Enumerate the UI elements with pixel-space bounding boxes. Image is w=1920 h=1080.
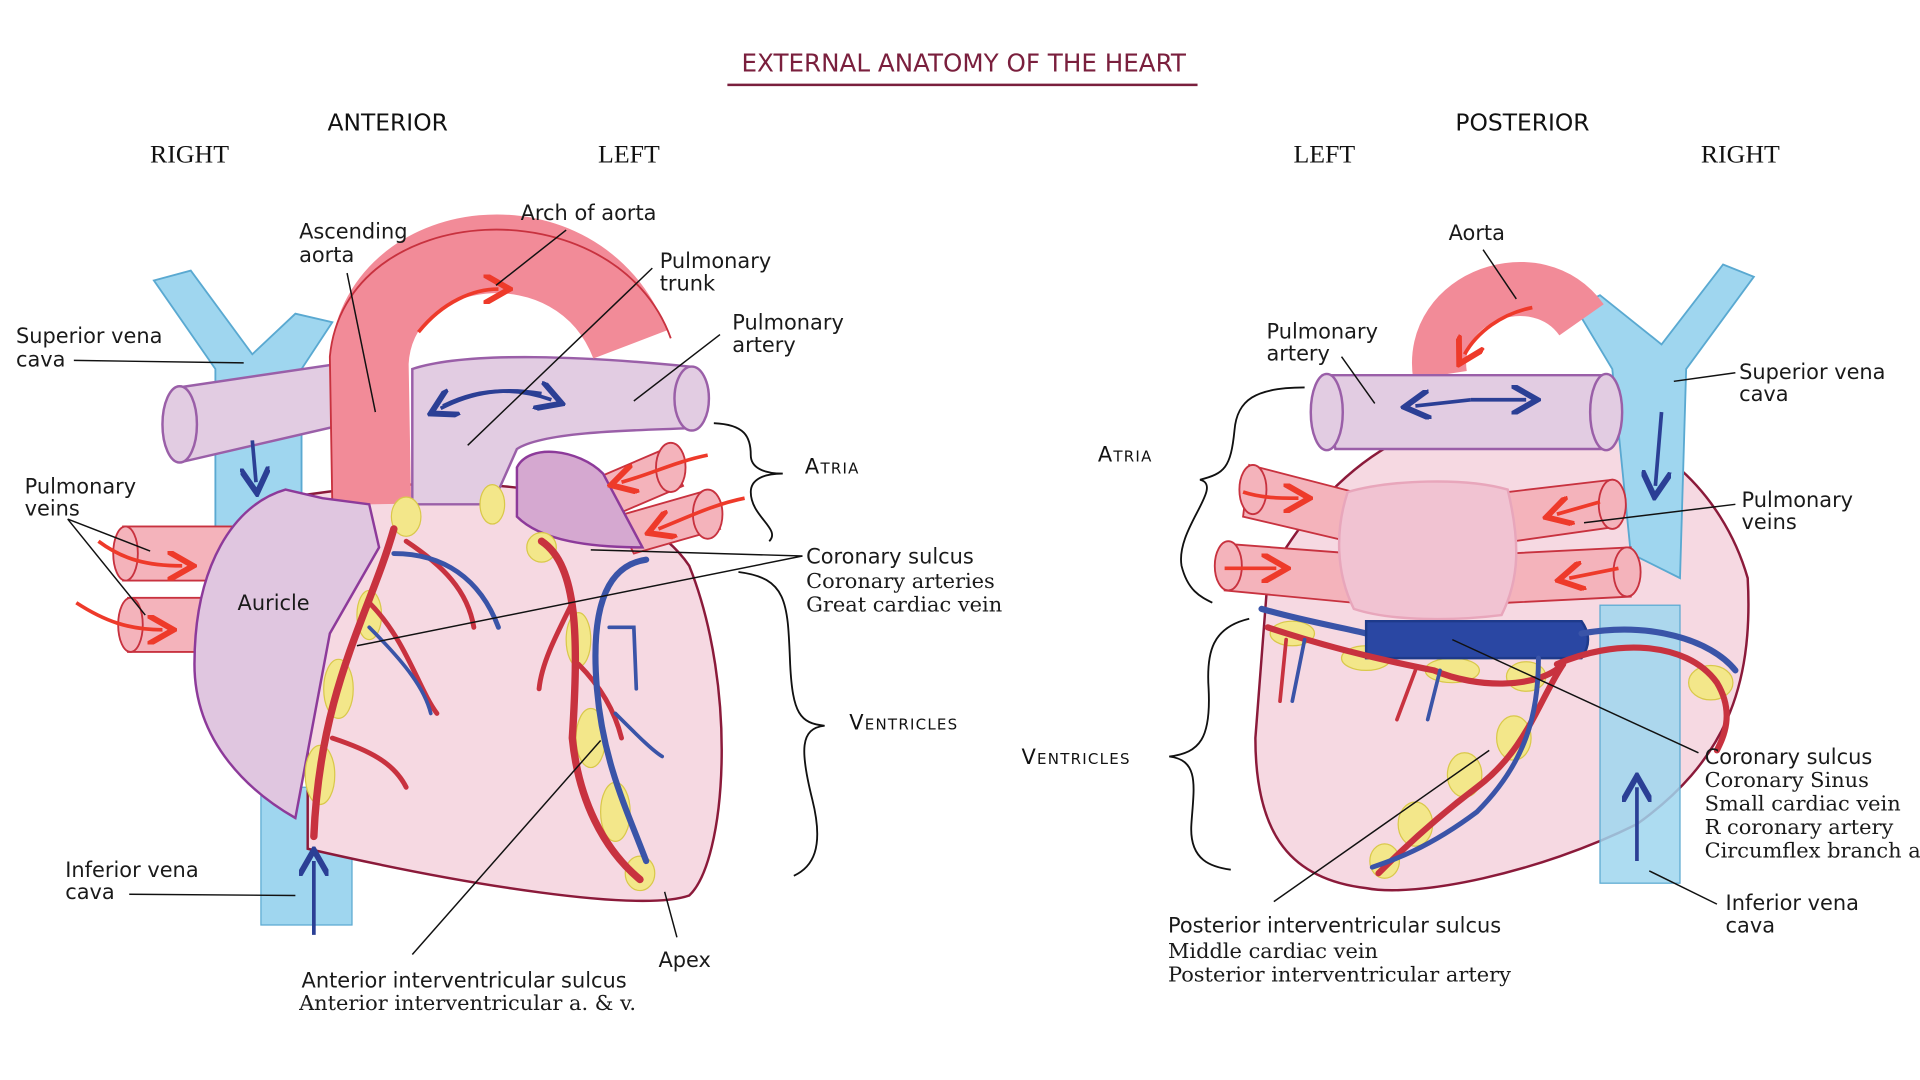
tube-opening xyxy=(1309,372,1345,452)
posterior-atria-brace xyxy=(1180,386,1305,604)
leader-line xyxy=(356,555,803,647)
posterior-side-right: RIGHT xyxy=(1701,139,1780,168)
label-pulmonary-artery: Pulmonary xyxy=(732,311,844,335)
leader-line xyxy=(1482,249,1517,300)
label-middle-cardiac-vein: Middle cardiac vein xyxy=(1168,939,1378,963)
leader-line xyxy=(67,518,146,616)
label-arch-of-aorta: Arch of aorta xyxy=(521,201,657,225)
leader-line xyxy=(590,549,803,557)
label-posterior-ivc-2: cava xyxy=(1726,913,1776,937)
label-anterior-interventricular-sulcus: Anterior interventricular sulcus xyxy=(302,969,627,993)
leader-line xyxy=(346,272,377,413)
anterior-side-right: RIGHT xyxy=(150,139,229,168)
leader-line xyxy=(495,229,567,286)
label-pulmonary-veins-2: veins xyxy=(25,496,80,520)
label-coronary-sulcus: Coronary sulcus xyxy=(806,544,974,568)
label-r-coronary-artery: R coronary artery xyxy=(1705,815,1894,839)
label-auricle: Auricle xyxy=(238,591,310,615)
diagram-title: EXTERNAL ANATOMY OF THE HEART xyxy=(741,48,1186,77)
label-posterior-pulmonary-veins: Pulmonary xyxy=(1742,488,1854,512)
label-posterior-pulmonary-veins-2: veins xyxy=(1742,510,1797,534)
label-pulmonary-trunk: Pulmonary xyxy=(660,249,772,273)
label-apex: Apex xyxy=(658,948,710,972)
leader-line xyxy=(663,891,678,938)
flow-arrows xyxy=(75,289,745,935)
label-ventricles: Ventricles xyxy=(849,710,958,734)
leader-line xyxy=(1583,503,1736,524)
atria-brace xyxy=(713,422,783,542)
posterior-ventricles-brace xyxy=(1169,617,1250,871)
left-auricle xyxy=(515,450,645,549)
posterior-coronary-vessels xyxy=(1258,605,1739,877)
aortic-arch xyxy=(329,214,667,506)
label-anterior-interventricular-av: Anterior interventricular a. & v. xyxy=(298,991,636,1015)
label-posterior-atria: Atria xyxy=(1098,442,1153,466)
label-ascending-aorta-2: aorta xyxy=(299,243,354,267)
anterior-coronary-vessels xyxy=(310,525,664,884)
right-auricle xyxy=(193,488,381,820)
posterior-side-left: LEFT xyxy=(1293,139,1355,168)
ventricles-brace xyxy=(738,571,825,877)
leader-line xyxy=(1673,371,1736,383)
label-posterior-coronary-sulcus: Coronary sulcus xyxy=(1705,745,1873,769)
posterior-aorta xyxy=(1412,262,1604,380)
leader-line xyxy=(633,333,721,402)
label-posterior-svc-2: cava xyxy=(1739,382,1789,406)
leader-line xyxy=(1273,749,1490,903)
label-posterior-interventricular-artery: Posterior interventricular artery xyxy=(1168,963,1511,987)
anterior-heading: ANTERIOR xyxy=(328,108,448,136)
posterior-pulmonary-artery xyxy=(1321,373,1608,451)
label-inferior-vena-cava: Inferior vena xyxy=(65,858,198,882)
label-posterior-ivc: Inferior vena xyxy=(1726,891,1859,915)
leader-line xyxy=(67,518,151,552)
label-pulmonary-veins: Pulmonary xyxy=(25,474,137,498)
aorta-outline xyxy=(328,228,672,505)
label-great-cardiac-vein: Great cardiac vein xyxy=(806,592,1002,616)
label-inferior-vena-cava-2: cava xyxy=(65,880,115,904)
leader-line xyxy=(1648,870,1718,905)
label-posterior-interventricular-sulcus: Posterior interventricular sulcus xyxy=(1168,913,1501,937)
label-posterior-pulmonary-artery-2: artery xyxy=(1266,341,1329,365)
label-small-cardiac-vein: Small cardiac vein xyxy=(1705,792,1901,816)
left-atrium xyxy=(1337,480,1518,621)
label-posterior-ventricles: Ventricles xyxy=(1022,745,1131,769)
pulmonary-artery-opening xyxy=(673,365,711,432)
label-atria: Atria xyxy=(805,455,860,479)
label-coronary-sinus: Coronary Sinus xyxy=(1705,768,1869,792)
label-posterior-pulmonary-artery: Pulmonary xyxy=(1266,319,1378,343)
label-ascending-aorta: Ascending xyxy=(299,220,407,244)
posterior-view: POSTERIOR LEFT RIGHT xyxy=(1022,108,1920,986)
coronary-sinus xyxy=(1364,619,1590,660)
posterior-heading: POSTERIOR xyxy=(1455,108,1589,136)
tube-opening xyxy=(1588,372,1624,452)
posterior-flow-arrows xyxy=(1224,305,1662,862)
posterior-superior-vena-cava xyxy=(1574,263,1756,580)
label-circumflex-branch: Circumflex branch a xyxy=(1705,838,1920,862)
label-superior-vena-cava-2: cava xyxy=(16,348,66,372)
leader-line xyxy=(73,359,244,364)
label-pulmonary-trunk-2: trunk xyxy=(660,271,716,295)
label-aorta: Aorta xyxy=(1449,221,1505,245)
tube-opening xyxy=(161,385,199,464)
label-posterior-svc: Superior vena xyxy=(1739,360,1885,384)
leader-line xyxy=(129,893,296,897)
label-coronary-arteries: Coronary arteries xyxy=(806,569,995,593)
leader-line xyxy=(1340,356,1376,404)
leader-line xyxy=(411,740,602,956)
anterior-side-left: LEFT xyxy=(598,139,660,168)
label-superior-vena-cava: Superior vena xyxy=(16,324,162,348)
leader-line xyxy=(467,267,653,446)
leader-line xyxy=(1451,638,1699,754)
label-pulmonary-artery-2: artery xyxy=(732,333,795,357)
anterior-view: ANTERIOR RIGHT LEFT xyxy=(16,108,1002,1014)
